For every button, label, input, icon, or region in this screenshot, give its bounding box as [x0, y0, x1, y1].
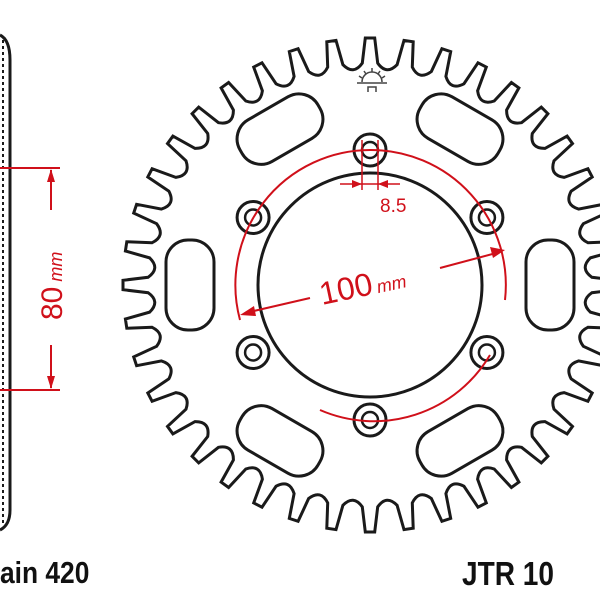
chain-size-label: ain 420 — [0, 555, 90, 590]
sprocket-front-view: 100mm 8.5 — [121, 36, 600, 534]
side-view: 80mm — [0, 33, 69, 532]
center-bore — [256, 171, 484, 399]
jt-logo — [357, 68, 387, 92]
bolt-hole — [469, 200, 505, 235]
bolt-hole — [469, 335, 505, 370]
lightening-window — [235, 404, 325, 478]
lightening-window — [164, 238, 216, 332]
bolt-circle-arc — [319, 354, 491, 423]
sprocket-teeth-outline — [121, 36, 600, 534]
part-number-label: JTR 10 — [462, 555, 554, 592]
lightening-window — [524, 238, 576, 332]
bolt-hole — [235, 335, 271, 370]
bolt-circle-arc — [369, 148, 507, 301]
bolt-hole — [235, 200, 271, 235]
hole-diameter-label: 8.5 — [380, 196, 406, 217]
lightening-window — [415, 92, 505, 166]
bolt-circle-label: 100mm — [316, 258, 409, 311]
lightening-window — [415, 404, 505, 478]
width-dimension-label: 80mm — [36, 252, 69, 320]
lightening-window — [235, 92, 325, 166]
bolt-circle-arc — [234, 149, 371, 321]
